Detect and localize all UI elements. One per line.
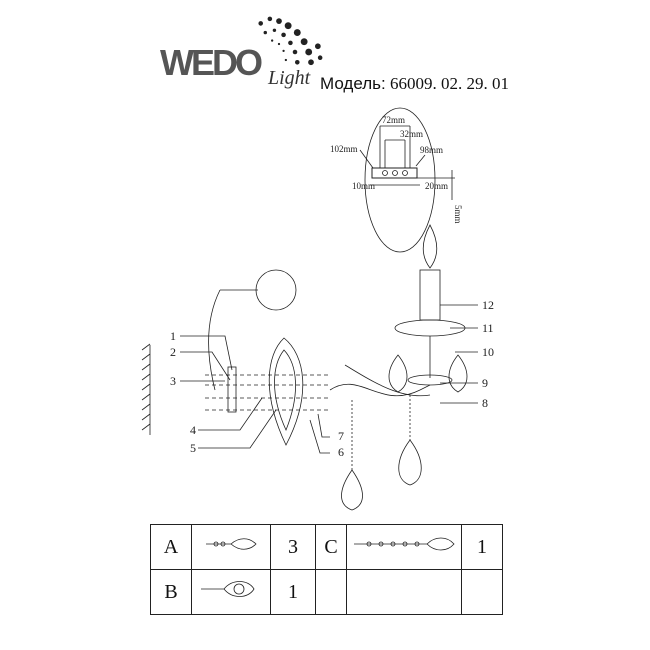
callout-3: 3 <box>170 374 176 388</box>
arm <box>329 364 431 397</box>
wall-bracket <box>227 366 237 413</box>
part-letter: A <box>150 524 192 570</box>
dim-98: 98mm <box>420 145 443 155</box>
callout-10: 10 <box>482 345 494 359</box>
brand-logo-sub: Light <box>268 67 311 89</box>
callout-2: 2 <box>170 345 176 359</box>
callout-7: 7 <box>338 429 344 443</box>
backplate <box>268 337 304 446</box>
callout-4: 4 <box>190 423 196 437</box>
part-a-image <box>191 524 271 570</box>
callout-5: 5 <box>190 441 196 455</box>
part-qty: 1 <box>270 569 316 615</box>
callout-12: 12 <box>482 298 494 312</box>
part-qty: 1 <box>461 524 503 570</box>
callout-8: 8 <box>482 396 488 410</box>
brand-logo: WEDO <box>160 42 263 83</box>
candle <box>419 269 441 321</box>
wall-hatch <box>141 343 151 435</box>
part-letter: C <box>315 524 347 570</box>
dim-102: 102mm <box>330 144 358 154</box>
empty-cell <box>315 569 347 615</box>
part-c-image <box>346 524 462 570</box>
dim-32: 32mm <box>400 129 423 139</box>
empty-cell <box>346 569 462 615</box>
callout-11: 11 <box>482 321 494 335</box>
part-b-image <box>191 569 271 615</box>
dim-20: 20mm <box>425 181 448 191</box>
model-number: Модель: 66009. 02. 29. 01 <box>320 74 509 94</box>
callout-9: 9 <box>482 376 488 390</box>
model-label: Модель: <box>320 74 386 93</box>
part-letter: B <box>150 569 192 615</box>
callout-6: 6 <box>338 445 344 459</box>
dim-5: 5mm <box>453 205 463 224</box>
dim-10: 10mm <box>352 181 375 191</box>
callout-1: 1 <box>170 329 176 343</box>
empty-cell <box>461 569 503 615</box>
parts-table: A 3 C 1 B 1 <box>150 524 503 615</box>
detail-zoom-circle <box>255 269 297 311</box>
table-row: A 3 C 1 <box>150 524 503 570</box>
table-row: B 1 <box>150 569 503 615</box>
mounting-plate-drawing <box>359 107 455 253</box>
logo-swirl-icon <box>258 16 323 66</box>
assembly-diagram: 72mm 32mm 102mm 98mm 10mm 20mm 5mm 1 2 3… <box>141 107 494 511</box>
dim-72: 72mm <box>382 115 405 125</box>
model-value: 66009. 02. 29. 01 <box>390 74 509 93</box>
part-qty: 3 <box>270 524 316 570</box>
